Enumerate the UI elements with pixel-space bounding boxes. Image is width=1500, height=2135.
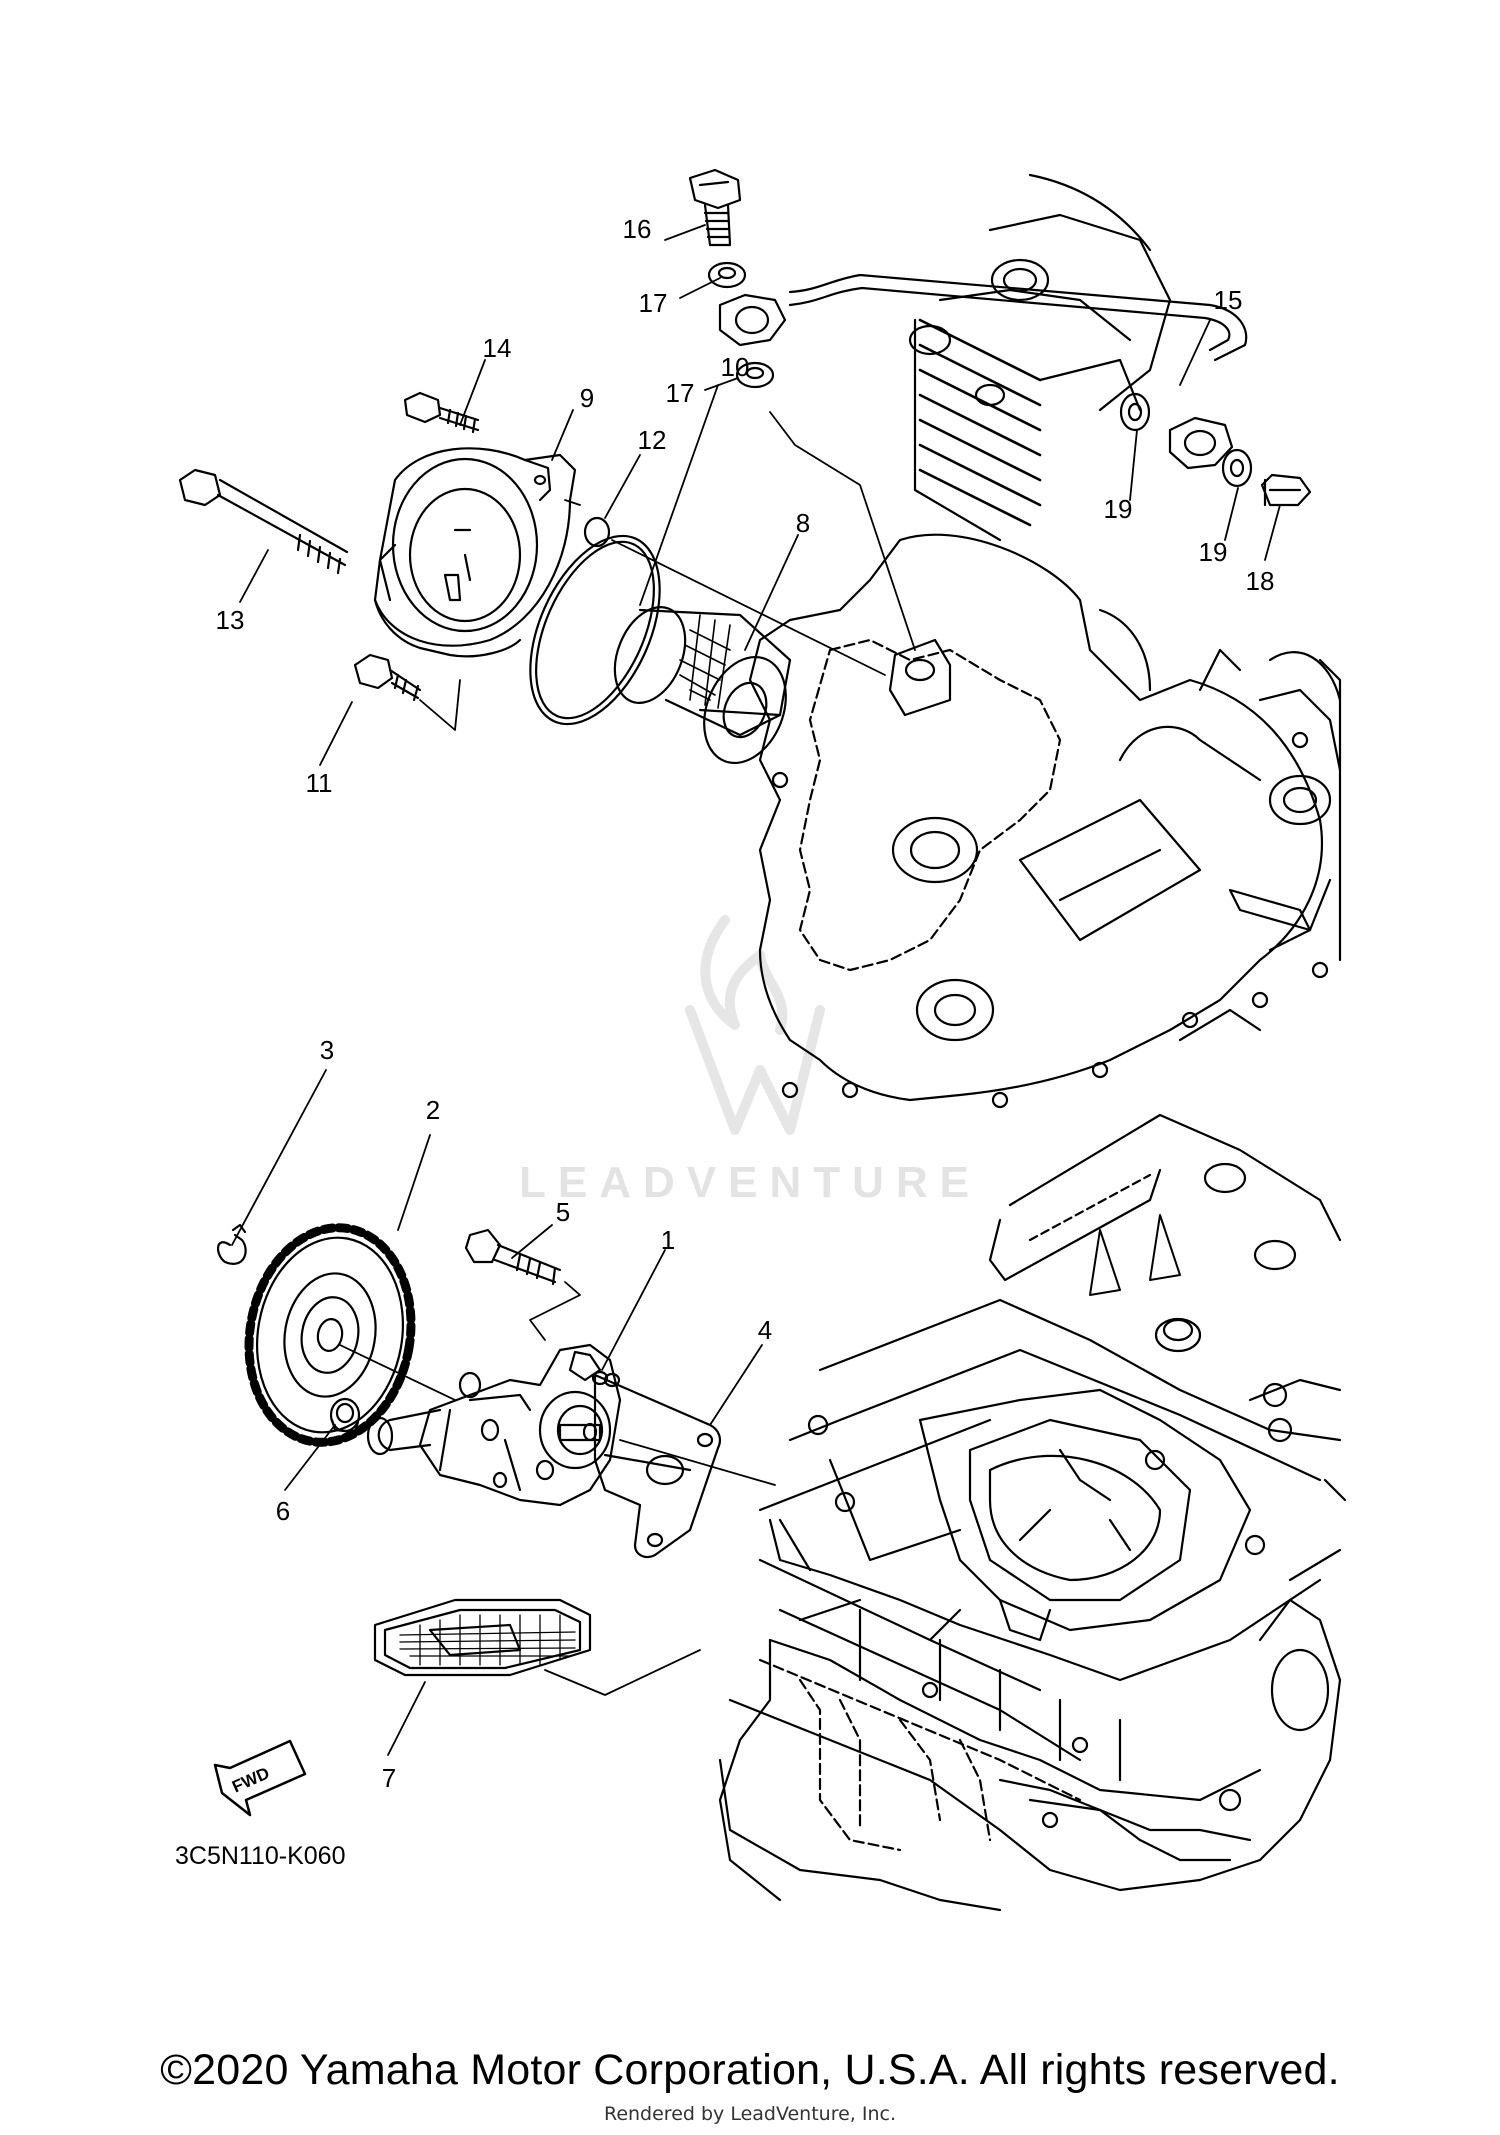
watermark-text: LEADVENTURE: [518, 1158, 982, 1207]
callout-17-bottom: 17: [665, 378, 695, 408]
callout-10: 10: [720, 352, 750, 382]
pump-gear: [244, 1223, 416, 1447]
callout-12: 12: [637, 425, 667, 455]
bolt-11-leader: [419, 679, 461, 731]
callout-17-top: 17: [638, 288, 668, 318]
cover-leader: [564, 499, 886, 676]
oil-filter-cover: [373, 447, 577, 658]
oil-strainer: [373, 1598, 592, 1677]
callout-14: 14: [482, 333, 512, 363]
o-ring-10: [529, 534, 661, 726]
callout-leaders: [231, 224, 1281, 1756]
circlip-3: [217, 1223, 247, 1265]
washer-19-left: [1119, 392, 1151, 432]
bolt-14: [403, 391, 480, 434]
diagram-code: 3C5N110-K060: [175, 1842, 346, 1870]
callout-9: 9: [579, 383, 595, 413]
callout-6: 6: [275, 1496, 291, 1526]
washer-17-top: [707, 261, 747, 289]
bolt-16: [688, 168, 742, 247]
bolt-13: [178, 468, 349, 575]
callout-19-right: 19: [1198, 537, 1228, 567]
watermark-logo: [685, 915, 825, 1135]
callout-3: 3: [319, 1035, 335, 1065]
pump-gasket: [593, 1372, 721, 1559]
callout-1: 1: [660, 1225, 676, 1255]
lower-crankcase: [718, 1113, 1347, 1912]
callout-18: 18: [1245, 566, 1275, 596]
callout-7: 7: [381, 1763, 397, 1793]
callout-15: 15: [1213, 285, 1243, 315]
o-ring-12: [583, 516, 611, 548]
callout-8: 8: [795, 508, 811, 538]
pipe-leader: [769, 411, 916, 651]
copyright-notice: ©2020 Yamaha Motor Corporation, U.S.A. A…: [160, 2046, 1340, 2094]
oil-filter-element: [613, 606, 792, 765]
oil-delivery-pipe: [788, 273, 1248, 362]
rendered-by-notice: Rendered by LeadVenture, Inc.: [603, 2103, 897, 2125]
upper-crankcase: [748, 173, 1342, 1109]
strainer-leader: [544, 1649, 701, 1696]
callout-5: 5: [555, 1197, 571, 1227]
callout-4: 4: [757, 1315, 773, 1345]
callout-13: 13: [215, 605, 245, 635]
gear-leader: [339, 1344, 456, 1401]
fwd-arrow-icon: FWD: [213, 1739, 307, 1817]
banjo-union-right: [1168, 416, 1234, 470]
bolt-5-leader: [529, 1281, 581, 1341]
callout-11: 11: [305, 768, 333, 798]
washer-17-bottom: [735, 361, 775, 389]
callout-19-left: 19: [1103, 494, 1133, 524]
callout-16: 16: [622, 214, 652, 244]
bolt-11: [353, 653, 422, 702]
collar-6: [329, 1397, 361, 1434]
pump-leader: [619, 1439, 776, 1486]
callout-2: 2: [425, 1095, 441, 1125]
bolt-5: [464, 1228, 562, 1286]
bolt-18: [1260, 473, 1312, 507]
banjo-union-left: [718, 293, 787, 347]
washer-19-right: [1221, 448, 1253, 488]
